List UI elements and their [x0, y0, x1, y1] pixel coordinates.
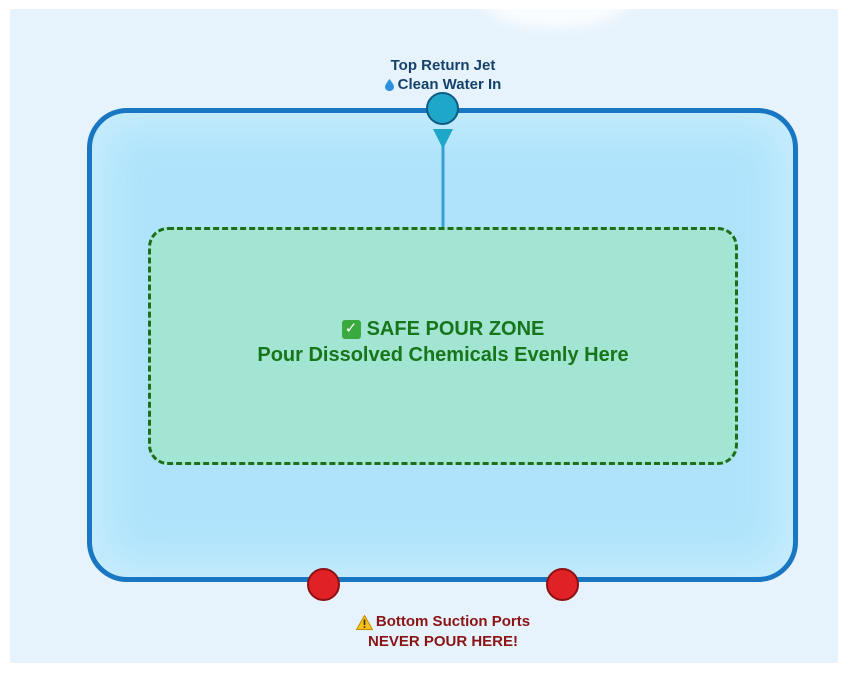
suction-warning: NEVER POUR HERE! — [367, 633, 519, 650]
jet-subtitle-row: Clean Water In — [343, 75, 543, 94]
water-drop-icon — [384, 78, 394, 91]
suction-port-right — [546, 568, 579, 601]
jet-label: Top Return Jet Clean Water In — [343, 56, 543, 94]
suction-title-row: Bottom Suction Ports — [293, 612, 593, 632]
jet-title: Top Return Jet — [390, 57, 496, 74]
safe-zone-title: SAFE POUR ZONE — [366, 318, 545, 340]
suction-title: Bottom Suction Ports — [375, 613, 531, 630]
warning-icon — [355, 614, 373, 630]
top-glow — [480, 9, 630, 29]
jet-subtitle: Clean Water In — [397, 76, 502, 93]
flow-arrow — [433, 129, 453, 227]
safe-pour-zone: ✓ SAFE POUR ZONE Pour Dissolved Chemical… — [148, 227, 738, 465]
suction-label: Bottom Suction Ports NEVER POUR HERE! — [293, 612, 593, 652]
check-mark-icon: ✓ — [341, 319, 361, 339]
safe-zone-title-row: ✓ SAFE POUR ZONE — [341, 316, 545, 342]
return-jet — [426, 92, 459, 125]
safe-zone-subtitle: Pour Dissolved Chemicals Evenly Here — [257, 344, 629, 366]
suction-port-left — [307, 568, 340, 601]
